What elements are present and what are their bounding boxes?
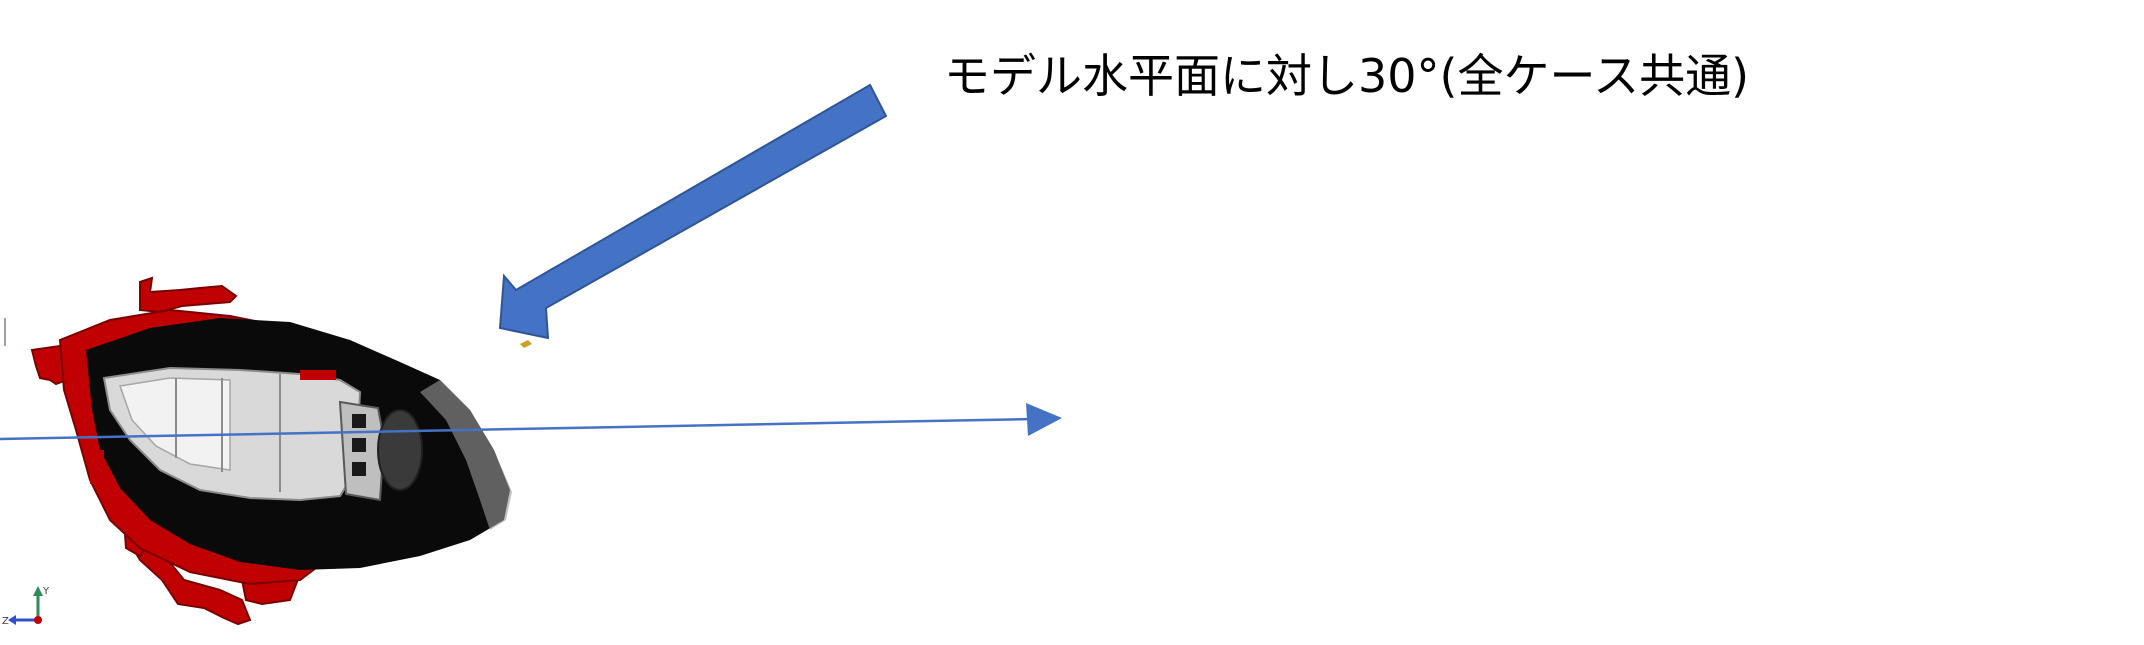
light-direction-arrow xyxy=(498,83,888,340)
lens-rim xyxy=(420,380,512,530)
coordinate-triad-icon: Y Z xyxy=(2,586,50,627)
angle-annotation-label: モデル水平面に対し30°(全ケース共通) xyxy=(944,49,1750,103)
arrow-icon xyxy=(498,83,888,340)
housing-bracket-top xyxy=(139,276,238,314)
tip-marker xyxy=(520,340,532,348)
horizontal-axis-arrow xyxy=(0,403,1062,441)
triad-y-label: Y xyxy=(42,586,50,597)
viewport-edge-tick xyxy=(4,318,6,346)
triad-z-label: Z xyxy=(2,616,9,627)
headlamp-model xyxy=(30,276,512,626)
arrow-icon xyxy=(1026,403,1062,436)
